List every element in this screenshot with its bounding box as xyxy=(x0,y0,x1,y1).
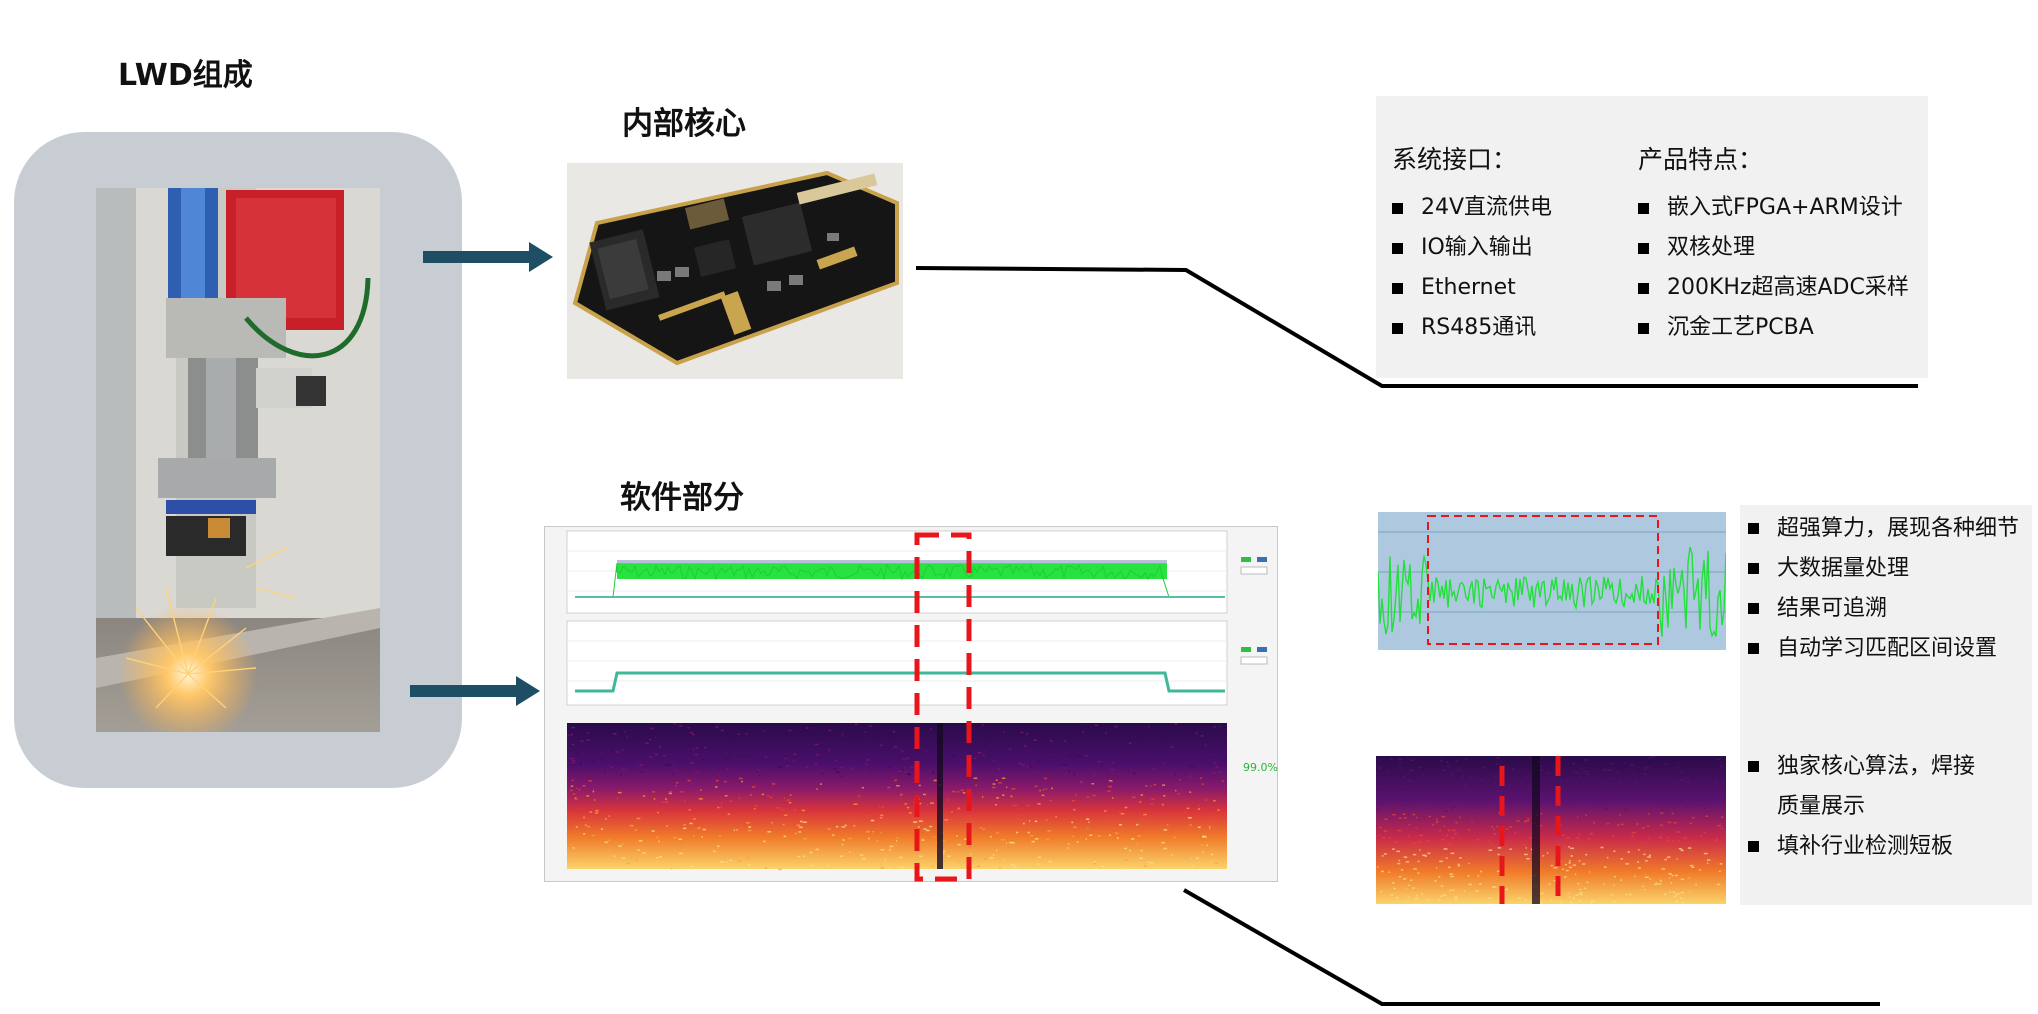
feature-label: 沉金工艺PCBA xyxy=(1667,315,1814,340)
list-item: Ethernet xyxy=(1392,268,1552,308)
bullet-icon xyxy=(1748,643,1759,654)
software-point-label: 结果可追溯 xyxy=(1777,596,1888,621)
section-title-software: 软件部分 xyxy=(620,480,744,516)
bullet-icon xyxy=(1638,322,1649,334)
bullet-icon xyxy=(1748,563,1759,574)
software-screenshot: 99.0% xyxy=(544,526,1278,882)
interface-label: IO输入输出 xyxy=(1421,235,1533,260)
score-percent: 99.0% xyxy=(1243,761,1278,774)
interfaces-list: 24V直流供电 IO输入输出 Ethernet RS485通讯 xyxy=(1392,188,1552,348)
interfaces-heading: 系统接口： xyxy=(1392,145,1518,174)
features-column: 产品特点： 嵌入式FPGA+ARM设计 双核处理 200KHz超高速ADC采样 … xyxy=(1638,140,1909,348)
list-item: RS485通讯 xyxy=(1392,308,1552,348)
bullet-icon xyxy=(1638,282,1649,294)
welding-head-photo xyxy=(96,188,380,732)
list-item: 24V直流供电 xyxy=(1392,188,1552,228)
core-info-box: 系统接口： 24V直流供电 IO输入输出 Ethernet RS485通讯 产品… xyxy=(1376,96,1928,378)
bullet-icon xyxy=(1392,282,1403,294)
list-item: 自动学习匹配区间设置 xyxy=(1748,629,2019,669)
interface-label: RS485通讯 xyxy=(1421,315,1537,340)
software-info-box: 超强算力，展现各种细节 大数据量处理 结果可追溯 自动学习匹配区间设置 独家核心… xyxy=(1740,505,2032,905)
software-points-list-1: 超强算力，展现各种细节 大数据量处理 结果可追溯 自动学习匹配区间设置 xyxy=(1748,509,2019,669)
feature-label: 双核处理 xyxy=(1667,235,1756,260)
spectrogram-thumbnail xyxy=(1376,756,1726,904)
section-title-lwd: LWD组成 xyxy=(118,58,253,93)
software-points-list-2: 独家核心算法，焊接质量展示 填补行业检测短板 xyxy=(1748,747,1988,867)
interface-label: Ethernet xyxy=(1421,275,1516,300)
software-point-label: 自动学习匹配区间设置 xyxy=(1777,636,1998,661)
list-item: 200KHz超高速ADC采样 xyxy=(1638,268,1909,308)
waveform-thumbnail xyxy=(1378,512,1726,650)
bullet-icon xyxy=(1392,322,1403,334)
software-point-label: 大数据量处理 xyxy=(1777,556,1910,581)
list-item: 填补行业检测短板 xyxy=(1748,827,1988,867)
bullet-icon xyxy=(1748,761,1759,772)
bullet-icon xyxy=(1638,202,1649,214)
list-item: IO输入输出 xyxy=(1392,228,1552,268)
features-heading: 产品特点： xyxy=(1638,145,1764,174)
section-title-core: 内部核心 xyxy=(622,106,746,142)
list-item: 超强算力，展现各种细节 xyxy=(1748,509,2019,549)
list-item: 沉金工艺PCBA xyxy=(1638,308,1909,348)
arrow-to-core-icon xyxy=(423,242,553,272)
bullet-icon xyxy=(1392,242,1403,254)
interface-label: 24V直流供电 xyxy=(1421,195,1553,220)
list-item: 双核处理 xyxy=(1638,228,1909,268)
list-item: 嵌入式FPGA+ARM设计 xyxy=(1638,188,1909,228)
features-list: 嵌入式FPGA+ARM设计 双核处理 200KHz超高速ADC采样 沉金工艺PC… xyxy=(1638,188,1909,348)
software-point-label: 超强算力，展现各种细节 xyxy=(1777,516,2020,541)
list-item: 结果可追溯 xyxy=(1748,589,2019,629)
bullet-icon xyxy=(1748,841,1759,852)
list-item: 独家核心算法，焊接质量展示 xyxy=(1748,747,1988,827)
bullet-icon xyxy=(1638,242,1649,254)
feature-label: 200KHz超高速ADC采样 xyxy=(1667,275,1909,300)
arrow-to-software-icon xyxy=(410,676,540,706)
bullet-icon xyxy=(1392,202,1403,214)
software-point-label: 填补行业检测短板 xyxy=(1777,834,1954,859)
bullet-icon xyxy=(1748,523,1759,534)
interfaces-column: 系统接口： 24V直流供电 IO输入输出 Ethernet RS485通讯 xyxy=(1392,140,1552,348)
software-point-label: 独家核心算法，焊接质量展示 xyxy=(1777,754,1976,819)
pcb-board-photo xyxy=(567,163,903,379)
feature-label: 嵌入式FPGA+ARM设计 xyxy=(1667,195,1903,220)
bullet-icon xyxy=(1748,603,1759,614)
list-item: 大数据量处理 xyxy=(1748,549,2019,589)
